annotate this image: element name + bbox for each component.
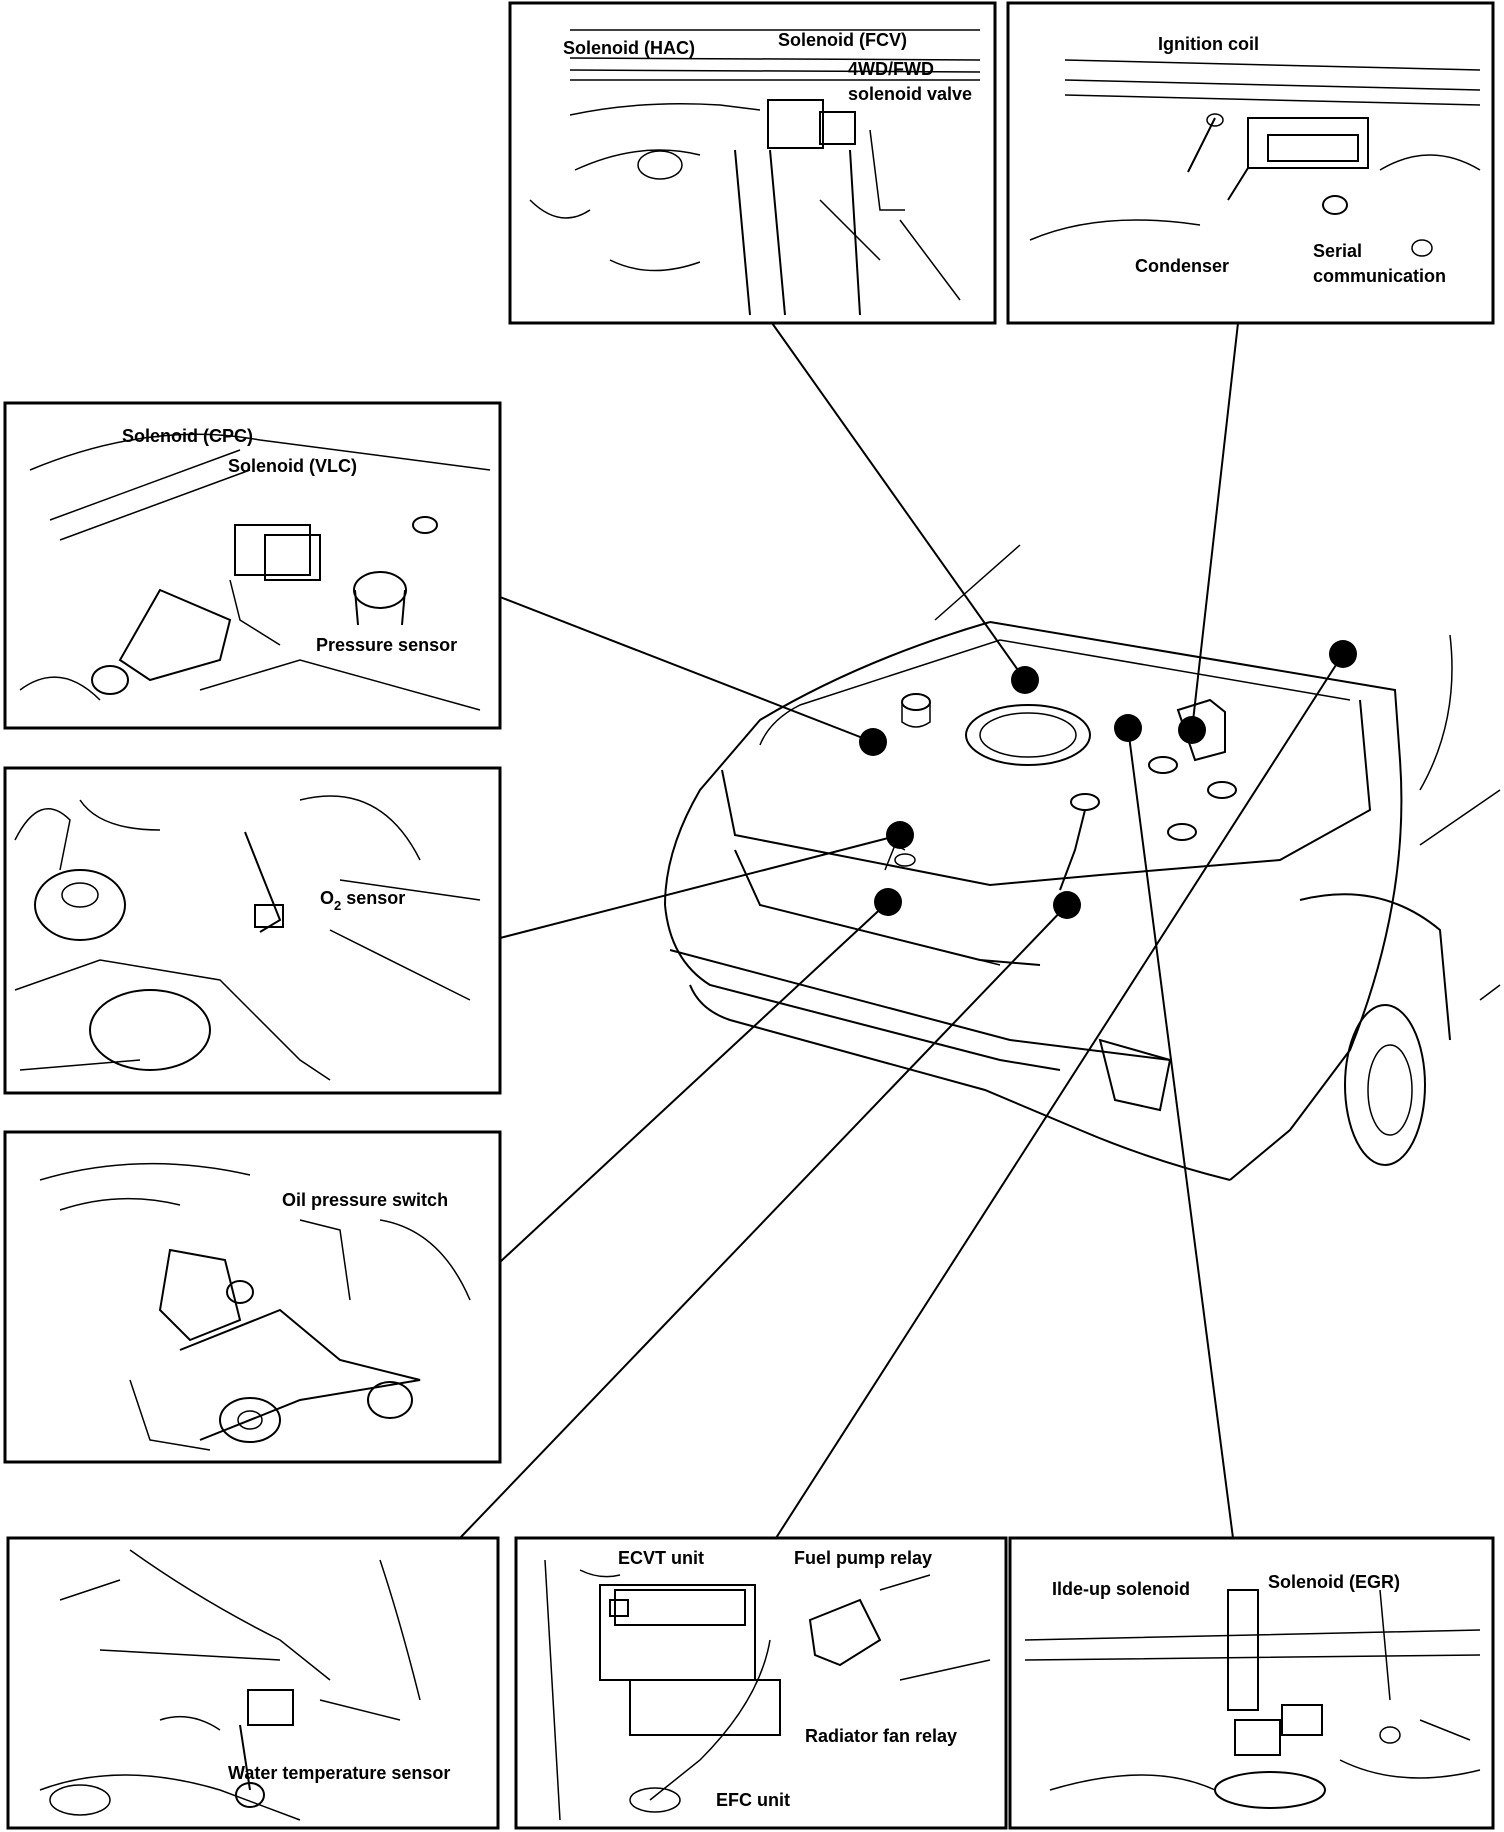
label-solenoid-valve: solenoid valve xyxy=(848,84,972,104)
label-solenoid-cpc: Solenoid (CPC) xyxy=(122,426,253,446)
label-condenser: Condenser xyxy=(1135,256,1229,276)
label-solenoid-egr: Solenoid (EGR) xyxy=(1268,1572,1400,1592)
panel-oil-pressure-switch: Oil pressure switch xyxy=(3,1130,502,1464)
panel-hac-fcv-solenoids: Solenoid (HAC) Solenoid (FCV) 4WD/FWD so… xyxy=(508,1,997,325)
label-solenoid-vlc: Solenoid (VLC) xyxy=(228,456,357,476)
panel-ecvt-efc-units: ECVT unit Fuel pump relay Radiator fan r… xyxy=(514,1536,1008,1830)
label-water-temperature-sensor: Water temperature sensor xyxy=(228,1763,450,1783)
label-efc-unit: EFC unit xyxy=(716,1790,790,1810)
label-solenoid-fcv: Solenoid (FCV) xyxy=(778,30,907,50)
label-o2-sensor: O2 sensor xyxy=(320,888,405,913)
label-fuel-pump-relay: Fuel pump relay xyxy=(794,1548,932,1568)
label-serial: Serial xyxy=(1313,241,1362,261)
label-ecvt-unit: ECVT unit xyxy=(618,1548,704,1568)
label-ignition-coil: Ignition coil xyxy=(1158,34,1259,54)
car-illustration xyxy=(664,544,1501,1181)
label-communication: communication xyxy=(1313,266,1446,286)
panel-cpc-vlc-solenoids: Solenoid (CPC) Solenoid (VLC) Pressure s… xyxy=(3,401,502,730)
label-solenoid-hac: Solenoid (HAC) xyxy=(563,38,695,58)
panel-ignition-coil: Ignition coil Condenser Serial communica… xyxy=(1006,1,1495,325)
label-pressure-sensor: Pressure sensor xyxy=(316,635,457,655)
leader-lines xyxy=(459,322,1344,1539)
label-4wd-fwd: 4WD/FWD xyxy=(848,59,934,79)
label-oil-pressure-switch: Oil pressure switch xyxy=(282,1190,448,1210)
label-radiator-fan-relay: Radiator fan relay xyxy=(805,1726,957,1746)
panel-idle-up-egr-solenoids: Ilde-up solenoid Solenoid (EGR) xyxy=(1008,1536,1495,1830)
panel-o2-sensor: O2 sensor xyxy=(3,766,502,1095)
label-idle-up-solenoid: Ilde-up solenoid xyxy=(1052,1579,1190,1599)
panel-water-temperature-sensor: Water temperature sensor xyxy=(6,1536,500,1830)
